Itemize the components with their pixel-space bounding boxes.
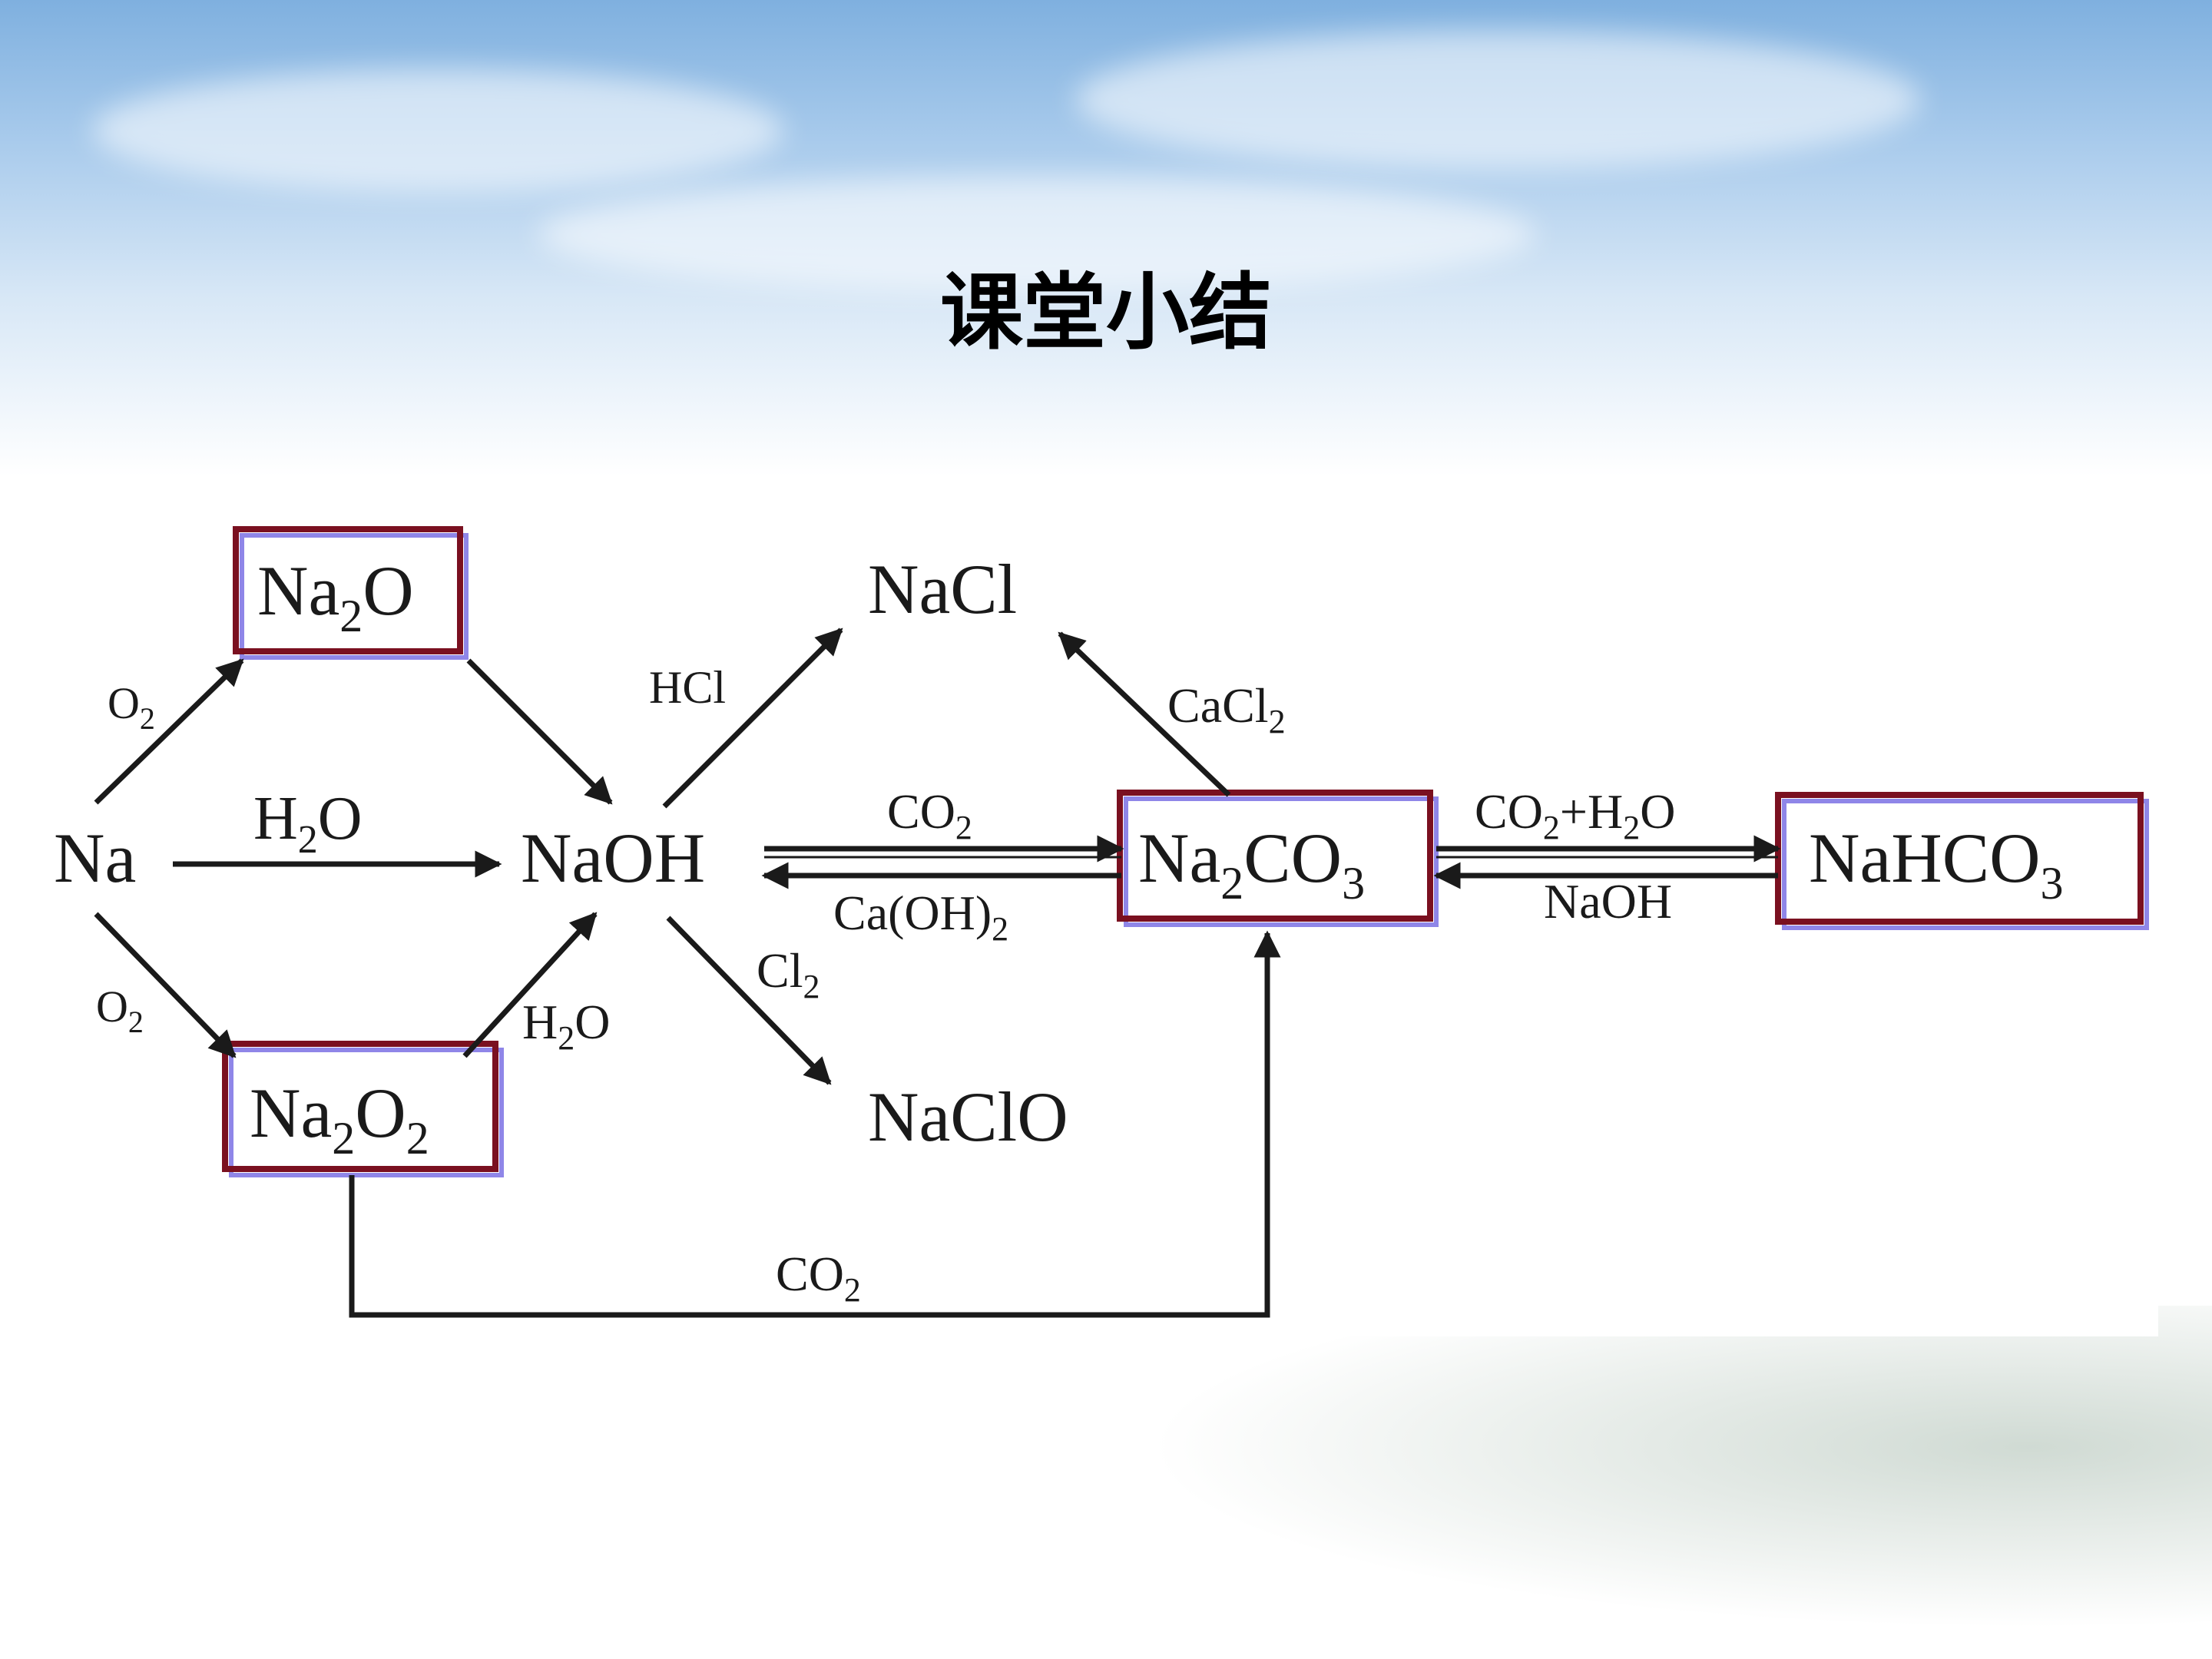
node-nahco3: NaHCO3 [1809,819,2064,909]
node-na2o2: Na2O2 [250,1074,429,1164]
node-na2co3: Na2CO3 [1138,819,1365,909]
arrow-na2o2-to-na2co3 [349,930,1281,1318]
arrow-na2o-to-naoh [466,658,613,805]
reagent-o2-upper: O2 [108,678,155,736]
reagent-co2-h2o: CO2+H2O [1475,784,1675,846]
na2co3-box-shadow [1124,796,1439,927]
node-na2o: Na2O [257,551,414,641]
reagent-labels: O2 O2 H2O H2O HCl Cl2 CaCl2 CO2 Ca(OH)2 … [96,662,1675,1309]
compound-labels: Na Na2O Na2O2 NaOH NaCl NaClO Na2CO3 NaH… [54,550,2064,1164]
reaction-arrows [94,628,1781,1318]
node-naclo: NaClO [868,1078,1068,1156]
reagent-o2-lower: O2 [96,982,144,1039]
arrow-naoh-to-naclo [666,916,832,1085]
arrow-na2co3-to-nacl [1058,631,1231,797]
reagent-h2o-lower: H2O [522,995,610,1057]
reagent-naoh-reverse: NaOH [1544,874,1672,929]
decorative-architecture-image [998,1306,2212,1659]
reagent-cacl2: CaCl2 [1167,678,1286,740]
na2o2-box [222,1041,498,1172]
reagent-co2-bottom: CO2 [776,1247,861,1309]
node-na: Na [54,819,136,897]
reagent-caoh2-reverse: Ca(OH)2 [833,886,1008,948]
reagent-h2o-center: H2O [253,785,363,862]
arrow-na2o2-to-naoh [462,912,598,1058]
nahco3-box-shadow [1782,799,2149,930]
arrow-naoh-to-nacl [662,628,843,809]
reagent-cl2: Cl2 [757,943,820,1005]
na2o-box-shadow [240,533,469,660]
node-nacl: NaCl [868,550,1017,628]
reagent-hcl: HCl [649,662,726,713]
na2o2-box-shadow [229,1048,504,1177]
arrow-na-to-na2o2 [94,912,237,1058]
sky-background [0,0,2212,476]
na2o-box [233,526,463,654]
slide-title: 课堂小结 [939,265,1272,361]
node-naoh: NaOH [521,819,705,897]
reagent-co2-forward: CO2 [887,784,972,846]
arrow-na-to-na2o [94,658,244,805]
